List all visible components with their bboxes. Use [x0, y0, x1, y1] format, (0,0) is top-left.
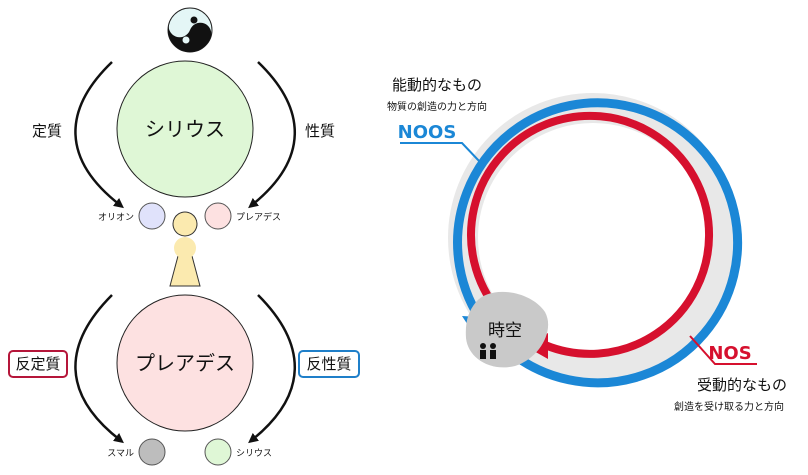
arrow-anti-definite: [74, 294, 124, 444]
spacetime-blob: [465, 291, 549, 368]
noos-label: NOOS: [398, 122, 457, 143]
orion-label: オリオン: [98, 212, 134, 223]
nos-label: NOS: [708, 343, 751, 364]
orion-circle: [138, 202, 166, 230]
pleiades-label: プレアデス: [135, 351, 235, 375]
arrow-anti-nature: [248, 294, 296, 444]
active-sub: 物質の創造の力と方向: [387, 100, 487, 113]
passive-title: 受動的なもの: [697, 376, 787, 394]
definite-label: 定質: [32, 122, 62, 140]
sumaru-circle: [138, 438, 166, 466]
sirius-circle: [116, 60, 254, 198]
sirius-label: シリウス: [145, 117, 225, 141]
active-title: 能動的なもの: [392, 76, 482, 94]
nos-leader-line: [689, 335, 757, 365]
keyhole-icon: [169, 211, 201, 287]
sirius-small-circle: [204, 438, 232, 466]
anti-definite-label: 反定質: [15, 355, 60, 373]
arrow-definite: [74, 61, 124, 209]
nos-ring: [467, 111, 714, 358]
passive-sub: 創造を受け取る力と方向: [674, 400, 784, 413]
arrow-nature: [248, 61, 296, 209]
sirius-small-label: シリウス: [236, 448, 272, 459]
nature-label: 性質: [305, 122, 335, 140]
pleiades-small-circle: [204, 202, 232, 230]
pleiades-circle: [116, 294, 254, 432]
noos-leader-line: [400, 142, 481, 163]
spacetime-label: 時空: [488, 321, 522, 341]
anti-nature-label: 反性質: [306, 355, 351, 373]
anti-definite-box: [8, 350, 68, 378]
sumaru-label: スマル: [107, 449, 134, 459]
people-icon: [480, 343, 496, 359]
halo-ring: [448, 93, 738, 383]
noos-ring: [453, 98, 743, 388]
pleiades-small-label: プレアデス: [236, 211, 281, 223]
anti-nature-box: [298, 350, 360, 378]
yin-yang-icon: [167, 7, 213, 53]
